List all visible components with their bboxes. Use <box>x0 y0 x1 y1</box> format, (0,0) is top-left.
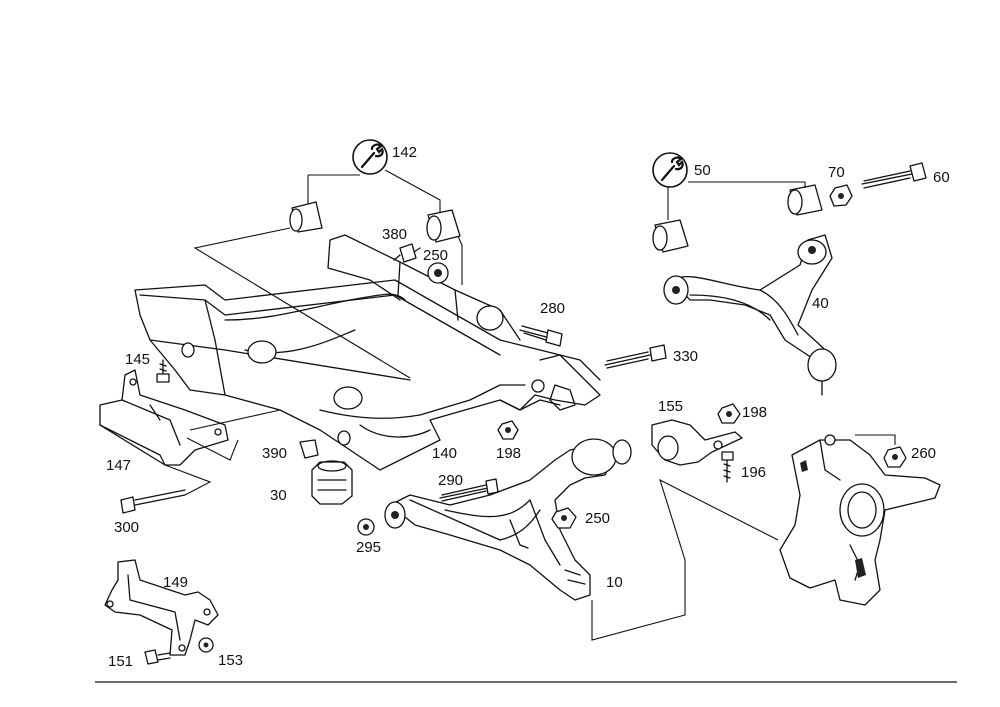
label-10: 10 <box>606 574 623 591</box>
label-290: 290 <box>438 472 463 489</box>
bushing-50-left <box>652 219 689 253</box>
label-390: 390 <box>262 445 287 462</box>
clip-380 <box>393 243 421 263</box>
bolt-60 <box>861 162 927 189</box>
bushing-50-right <box>787 184 823 216</box>
label-280: 280 <box>540 300 565 317</box>
label-155: 155 <box>658 398 683 415</box>
label-330: 330 <box>673 348 698 365</box>
subframe-140 <box>134 234 601 471</box>
cap-390 <box>299 439 319 459</box>
nut-250-top <box>427 262 449 284</box>
nut-198-left <box>497 420 519 440</box>
nut-198-right <box>717 403 741 424</box>
nut-153 <box>198 637 214 653</box>
plate-149 <box>104 559 219 656</box>
nut-295 <box>357 518 375 536</box>
nut-260 <box>883 446 907 468</box>
bolt-290 <box>439 478 499 502</box>
label-198-right: 198 <box>742 404 767 421</box>
label-260: 260 <box>911 445 936 462</box>
label-250-top: 250 <box>423 247 448 264</box>
nut-250-lower <box>551 507 577 529</box>
label-147: 147 <box>106 457 131 474</box>
bolt-280 <box>519 325 563 347</box>
bolt-196 <box>721 451 734 483</box>
wrench-icon <box>352 139 388 175</box>
label-198-left: 198 <box>496 445 521 462</box>
label-145: 145 <box>125 351 150 368</box>
label-140: 140 <box>432 445 457 462</box>
bushing-142-right <box>426 209 461 243</box>
nut-70 <box>829 184 853 207</box>
label-60: 60 <box>933 169 950 186</box>
upper-control-arm-40 <box>663 234 837 396</box>
label-50: 50 <box>694 162 711 179</box>
label-151: 151 <box>108 653 133 670</box>
bushing-142-left <box>289 201 323 233</box>
label-196: 196 <box>741 464 766 481</box>
label-40: 40 <box>812 295 829 312</box>
label-30: 30 <box>270 487 287 504</box>
steering-knuckle <box>779 434 941 606</box>
label-250-lower: 250 <box>585 510 610 527</box>
bracket-147 <box>99 369 229 466</box>
wrench-icon <box>652 152 688 188</box>
label-295: 295 <box>356 539 381 556</box>
bolt-151 <box>144 649 171 665</box>
bolt-330 <box>604 344 667 369</box>
label-380: 380 <box>382 226 407 243</box>
bushing-30 <box>311 460 353 505</box>
label-142: 142 <box>392 144 417 161</box>
label-153: 153 <box>218 652 243 669</box>
bolt-145 <box>156 359 170 383</box>
label-149: 149 <box>163 574 188 591</box>
bracket-155 <box>651 419 743 466</box>
label-70: 70 <box>828 164 845 181</box>
bolt-300 <box>120 489 186 514</box>
lower-control-arm-10 <box>384 438 632 601</box>
label-300: 300 <box>114 519 139 536</box>
